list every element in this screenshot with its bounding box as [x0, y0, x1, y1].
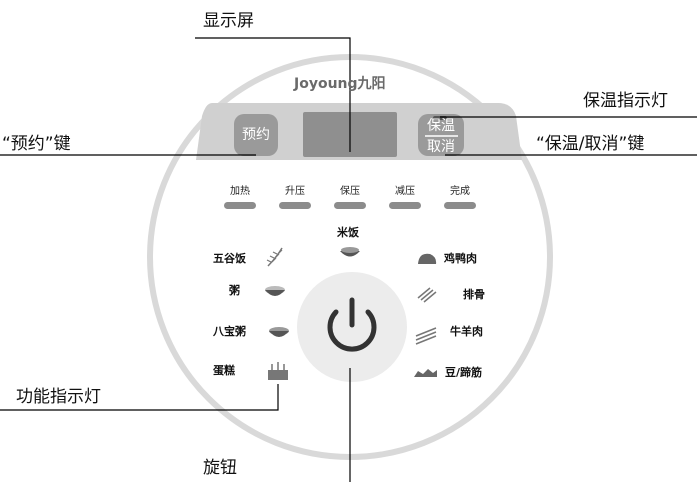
- status-label-heating: 加热: [230, 186, 250, 197]
- cake-icon: [268, 362, 288, 380]
- booking-button[interactable]: [234, 114, 278, 156]
- mode-label-ribs: 排骨: [463, 288, 485, 301]
- meat-slices-icon: [415, 327, 437, 345]
- status-light-pressurize: [279, 202, 311, 209]
- brand-logo: Joyoung九阳: [294, 76, 386, 92]
- booking-button-label: 预约: [242, 127, 270, 143]
- eight-treasure-bowl-icon: [269, 327, 289, 337]
- callout-keep-warm-light: 保温指示灯: [583, 91, 668, 111]
- status-light-complete: [444, 202, 476, 209]
- mode-label-eight-treasure: 八宝粥: [213, 325, 246, 338]
- power-icon: [327, 309, 377, 352]
- callout-function-light: 功能指示灯: [16, 387, 101, 407]
- beans-icon: [414, 369, 437, 377]
- rice-bowl-icon: [340, 247, 360, 257]
- status-light-hold: [334, 202, 366, 209]
- keep-warm-button-label: 保温: [427, 118, 455, 134]
- ribs-icon: [417, 287, 437, 303]
- mode-label-beans-tendon: 豆/蹄筋: [445, 366, 483, 379]
- status-label-depressurize: 减压: [395, 186, 415, 197]
- callout-booking-key: “预约”键: [2, 134, 71, 154]
- keep-warm-cancel-button[interactable]: [418, 114, 464, 156]
- status-label-pressurize: 升压: [285, 186, 305, 197]
- mode-label-poultry: 鸡鸭肉: [444, 252, 477, 265]
- function-light-callout-line: [0, 384, 279, 411]
- status-label-hold: 保压: [340, 186, 360, 197]
- status-light-depressurize: [389, 202, 421, 209]
- mode-label-cake: 蛋糕: [213, 364, 235, 377]
- status-label-complete: 完成: [450, 186, 470, 197]
- mode-label-beef-mutton: 牛羊肉: [450, 325, 483, 338]
- callout-display: 显示屏: [203, 11, 254, 31]
- callout-knob: 旋钮: [203, 458, 237, 478]
- mode-label-porridge: 粥: [229, 284, 240, 297]
- display-callout-line: [195, 37, 351, 152]
- cancel-button-label: 取消: [427, 139, 455, 155]
- grain-icon: [266, 247, 283, 267]
- mode-label-grains: 五谷饭: [213, 252, 246, 265]
- poultry-icon: [418, 253, 437, 264]
- mode-label-rice: 米饭: [337, 226, 359, 239]
- callout-keep-warm-cancel-key: “保温/取消”键: [536, 134, 645, 154]
- porridge-bowl-icon: [265, 286, 285, 296]
- status-light-heating: [224, 202, 256, 209]
